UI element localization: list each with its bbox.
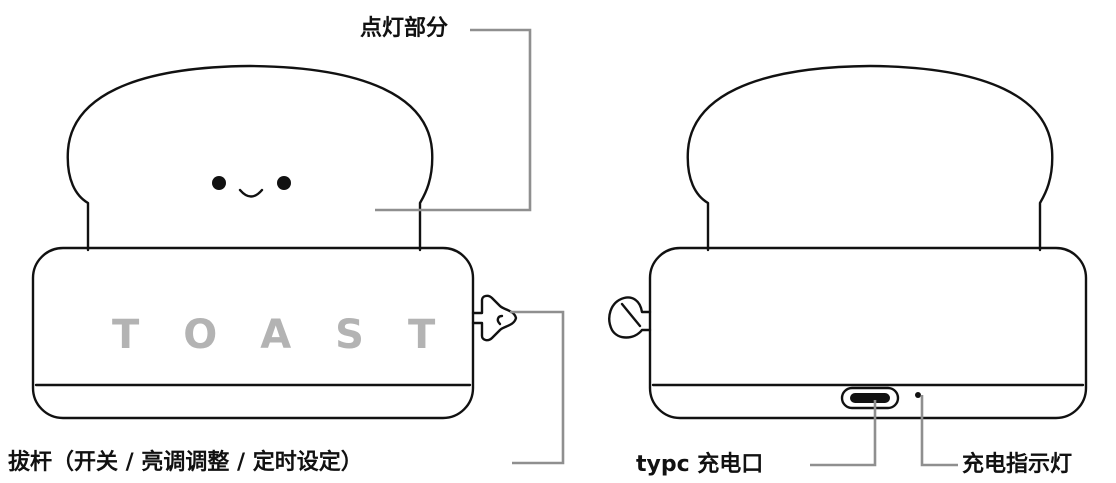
brand-text: TOAST	[112, 312, 479, 358]
leader-lever	[510, 310, 565, 465]
lever-knob	[471, 294, 518, 342]
face-smile	[238, 188, 264, 198]
back-lever-knob	[608, 296, 652, 339]
back-view	[608, 64, 1088, 420]
back-bread-slice	[686, 64, 1054, 252]
charge-indicator-label: 充电指示灯	[962, 452, 1073, 477]
charge-indicator-light	[915, 392, 921, 398]
lamp-part-label: 点灯部分	[360, 16, 449, 41]
leader-lamp	[375, 28, 532, 212]
lever-knob-detail	[496, 314, 504, 326]
front-view: TOAST	[31, 64, 518, 420]
face-left-eye	[212, 176, 226, 190]
leader-indicator	[920, 395, 958, 467]
leader-typec	[810, 400, 877, 467]
typec-port	[840, 386, 900, 410]
back-lever-knob-ridge	[620, 302, 642, 328]
pull-lever-label: 拔杆（开关 / 亮调调整 / 定时设定）	[8, 450, 363, 475]
front-toaster-body	[31, 246, 475, 420]
face-right-eye	[277, 176, 291, 190]
typec-port-label: typc 充电口	[636, 452, 764, 477]
front-bread-slice	[66, 64, 434, 252]
back-toaster-body	[648, 246, 1088, 420]
